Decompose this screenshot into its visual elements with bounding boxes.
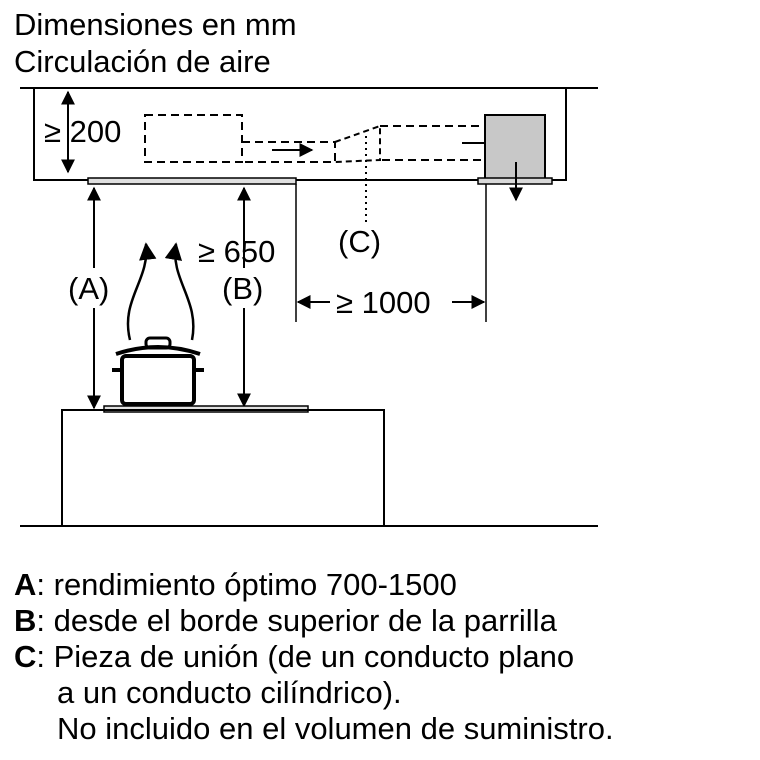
- diagram-title: Dimensiones en mm: [14, 7, 297, 42]
- clearance-min-label: ≥ 650: [198, 234, 275, 269]
- legend-text-a: : rendimiento óptimo 700-1500: [36, 567, 457, 602]
- hood-panel: [87, 177, 297, 185]
- hood-unit: [144, 114, 243, 163]
- ceiling-cavity: [33, 88, 567, 181]
- diagram-subtitle: Circulación de aire: [14, 44, 271, 79]
- cooking-pot: [112, 336, 204, 406]
- marker-a: (A): [68, 271, 109, 306]
- height-min-label: ≥ 200: [44, 114, 121, 149]
- legend-continuation-1: a un conducto cilíndrico).: [57, 675, 402, 710]
- steam-arrow-right: [164, 242, 195, 341]
- kitchen-counter: [61, 409, 385, 526]
- duct-connector: [334, 124, 381, 163]
- legend-text-c: : Pieza de unión (de un conducto plano: [36, 639, 575, 674]
- legend-text-b: : desde el borde superior de la parrilla: [36, 603, 557, 638]
- installation-diagram: ≥ 200 (C) ≥ 1000 (A) (B) ≥ 650: [20, 87, 598, 527]
- marker-b: (B): [222, 271, 263, 306]
- flat-duct: [242, 141, 336, 163]
- legend-key-c: C: [14, 639, 37, 674]
- legend-item-b: B: desde el borde superior de la parrill…: [14, 604, 557, 638]
- distance-min-label: ≥ 1000: [336, 285, 431, 320]
- legend-key-a: A: [14, 567, 37, 602]
- legend-key-b: B: [14, 603, 37, 638]
- legend-item-a: A: rendimiento óptimo 700-1500: [14, 568, 457, 602]
- legend-continuation-2: No incluido en el volumen de suministro.: [57, 711, 614, 746]
- legend-item-c: C: Pieza de unión (de un conducto plano: [14, 640, 574, 674]
- marker-c: (C): [338, 224, 381, 259]
- steam-arrow-left: [126, 242, 157, 341]
